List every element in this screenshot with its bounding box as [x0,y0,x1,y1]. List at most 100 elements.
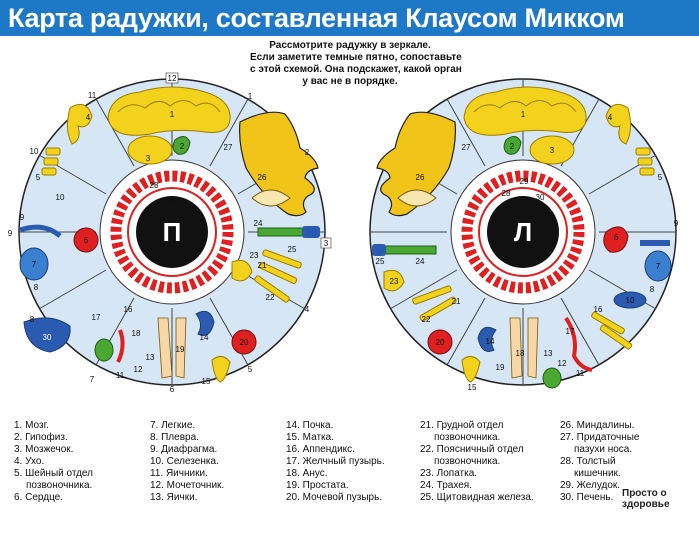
right-thyroid [372,244,386,256]
legend-item: 28. Толстый [560,456,616,467]
right-organ-number: 17 [566,327,575,336]
right-face-profile [376,111,456,217]
legend-item: 13. Яички. [150,492,198,503]
right-organ-number: 19 [496,363,505,372]
right-organ-number: 8 [650,285,655,294]
right-cerebellum [529,135,575,165]
legend-item: 24. Трахея. [420,480,472,491]
right-heart [603,226,629,253]
right-thoracic-spine [412,285,457,322]
right-organ-number: 26 [416,173,425,182]
left-organ-number: 3 [146,154,151,163]
legend-item: 7. Легкие. [150,420,196,431]
right-organ-number: 3 [550,146,555,155]
legend-item: 25. Щитовидная железа. [420,492,534,503]
left-organ-number: 1 [170,110,175,119]
left-organ-number: 12 [134,365,143,374]
left-hour-mark: 5 [248,365,253,374]
legend-item: 8. Плевра. [150,432,199,443]
left-body-figure [157,317,187,379]
right-organ-number: 21 [452,297,461,306]
left-organ-number: 6 [84,236,89,245]
legend-item: 29. Желудок. [560,480,621,491]
left-organ-number: 4 [86,113,91,122]
instruction-line: у вас не в порядке. [302,76,398,87]
left-pupil [136,196,208,268]
right-organ-number: 1 [521,110,526,119]
right-organ-number: 5 [658,173,663,182]
right-organ-number: 13 [544,349,553,358]
legend-column-1: 1. Мозг. 2. Гипофиз. 3. Мозжечок. 4. Ухо… [14,420,93,504]
left-hour-mark: 3 [324,239,329,248]
title-bar: Карта радужки, составленная Клаусом Микк… [0,0,699,36]
right-lungs [644,250,672,282]
left-organ-number: 17 [92,313,101,322]
right-organ-number: 22 [422,315,431,324]
right-brain-folds [473,100,577,113]
right-organ-number: 2 [510,142,515,151]
right-organ-number: 24 [416,257,425,266]
legend-column-5: 26. Миндалины. 27. Придаточные пазухи но… [560,420,639,504]
left-pituitary [172,136,191,155]
legend-item: 30. Печень. [560,492,614,503]
legend-item: 3. Мозжечок. [14,444,74,455]
left-scapula [231,259,253,282]
right-tonsils [397,189,437,207]
left-hour-mark: 4 [305,305,310,314]
legend-item: кишечник. [574,468,621,479]
legend-item: 5. Шейный отдел [14,468,93,479]
left-organ-number: 15 [202,377,211,386]
brand-logo: Просто о здоровье [622,488,698,510]
left-thyroid [302,226,320,238]
left-lungs [19,247,49,281]
left-ear [66,103,93,145]
right-organ-number: 11 [576,369,585,378]
left-thoracic-spine [254,249,302,303]
legend-item: 19. Простата. [286,480,349,491]
legend-item: 11. Яичники. [150,468,208,479]
left-hour-mark: 11 [88,91,97,100]
legend-item: 27. Придаточные [560,432,640,443]
left-hour-mark: 10 [30,147,39,156]
legend-item: 23. Лопатка. [420,468,478,479]
legend-item: 4. Ухо. [14,456,45,467]
left-kidney [195,310,215,336]
left-organ-number: 2 [180,142,185,151]
right-green-organ [542,367,562,389]
left-organ-number: 11 [116,371,125,380]
right-intestine [461,170,585,294]
right-organ-number: 25 [376,257,385,266]
right-organ-number: 29 [520,177,529,186]
right-pituitary [503,136,522,155]
legend-item: позвоночника. [26,480,93,491]
left-hour-mark: 12 [168,74,177,83]
legend-item: 1. Мозг. [14,420,49,431]
left-organ-number: 26 [258,173,267,182]
right-scapula [383,269,405,292]
left-appendix [116,329,125,363]
left-brain-folds [117,100,221,113]
right-pupil-label: Л [514,217,532,247]
left-organ-number: 23 [250,251,259,260]
legend-item: пазухи носа. [574,444,633,455]
left-hour-mark: 8 [30,315,35,324]
left-organ-number: 10 [56,193,65,202]
right-pupil [487,196,559,268]
left-organ-number: 21 [258,261,267,270]
instructions-text: Рассмотрите радужку в зеркале. Если заме… [250,40,462,88]
legend-item: 9. Диафрагма. [150,444,218,455]
right-body-figure [509,317,539,379]
legend-item: 10. Селезенка. [150,456,219,467]
right-organ-number: 15 [468,383,477,392]
legend-item: 17. Желчный пузырь. [286,456,385,467]
right-ear [605,103,632,145]
right-organ-number: 16 [594,305,603,314]
legend-item: позвоночника. [434,456,501,467]
legend-item: 20. Мочевой пузырь. [286,492,383,503]
left-organ-number: 25 [288,245,297,254]
left-hour-mark: 1 [248,92,253,101]
legend-item: 6. Сердце. [14,492,64,503]
right-organ-number: 27 [462,143,471,152]
right-organ-number: 12 [558,359,567,368]
left-hour-marks: 12 1 2 3 4 5 6 7 8 9 10 11 [8,72,332,394]
